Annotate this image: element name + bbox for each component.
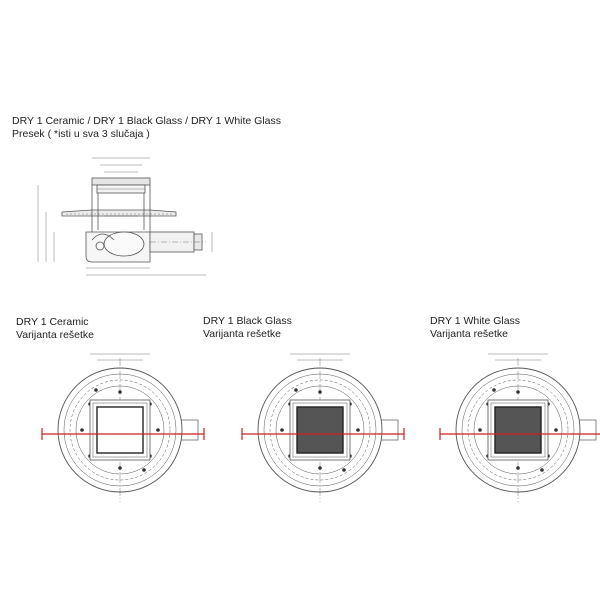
- variant-label-white-glass: Varijanta rešetke: [430, 328, 509, 340]
- grate-insert: [296, 406, 344, 454]
- screw-hole: [118, 390, 122, 394]
- variant-name-black-glass: DRY 1 Black Glass: [203, 315, 292, 327]
- variant-label-ceramic: Varijanta rešetke: [16, 329, 95, 341]
- page-title: DRY 1 Ceramic / DRY 1 Black Glass / DRY …: [12, 115, 282, 127]
- grate-insert: [494, 406, 542, 454]
- screw-hole: [492, 388, 496, 392]
- screw-hole: [540, 468, 544, 472]
- screw-hole: [478, 428, 482, 432]
- screw-hole: [80, 428, 84, 432]
- screw-hole: [554, 428, 558, 432]
- screw-hole: [156, 428, 160, 432]
- plan-view-white-glass: [439, 353, 600, 502]
- grate-insert: [96, 406, 144, 454]
- screw-hole: [516, 390, 520, 394]
- grate-frame-inner: [92, 402, 148, 458]
- flange-ring: [467, 379, 569, 481]
- grate-frame-inner: [292, 402, 348, 458]
- screw-hole: [318, 390, 322, 394]
- grate-frame-inner: [490, 402, 546, 458]
- flange-ring: [69, 379, 171, 481]
- screw-hole: [342, 468, 346, 472]
- screw-hole: [318, 466, 322, 470]
- variant-label-black-glass: Varijanta rešetke: [203, 328, 282, 340]
- page-subtitle: Presek ( *isti u sva 3 slučaja ): [12, 128, 150, 140]
- section-drawing: [37, 157, 213, 276]
- variant-name-ceramic: DRY 1 Ceramic: [16, 316, 89, 328]
- screw-hole: [94, 388, 98, 392]
- variant-name-white-glass: DRY 1 White Glass: [430, 315, 521, 327]
- plan-view-black-glass: [241, 353, 405, 502]
- screw-hole: [294, 388, 298, 392]
- screw-hole: [516, 466, 520, 470]
- plan-view-ceramic: [41, 353, 205, 502]
- screw-hole: [118, 466, 122, 470]
- flange-ring: [269, 379, 371, 481]
- screw-hole: [356, 428, 360, 432]
- screw-hole: [142, 468, 146, 472]
- screw-hole: [280, 428, 284, 432]
